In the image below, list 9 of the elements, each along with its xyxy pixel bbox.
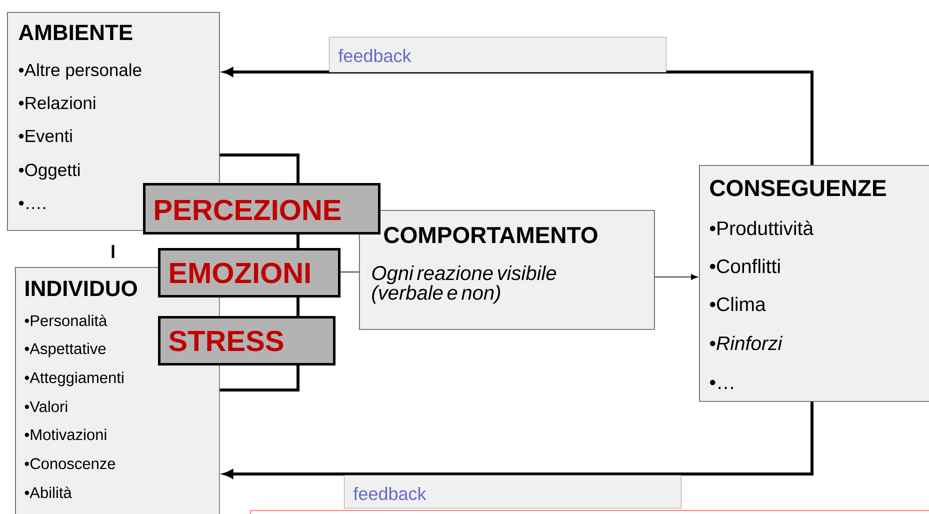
edge-label: feedback <box>329 37 666 72</box>
filter-box: EMOZIONI <box>158 248 340 298</box>
filter-box: STRESS <box>158 316 336 366</box>
filter-box: PERCEZIONE <box>143 183 380 234</box>
edge-label: feedback <box>344 475 682 508</box>
arrow <box>654 274 698 280</box>
info-box: CONSEGUENZE •Produttività •Conflitti •Clima •Rinforzi •… <box>699 165 929 402</box>
info-box: COMPORTAMENTO Ogni reazione visibile (verbale e non) <box>359 210 655 330</box>
empty-box <box>250 510 929 514</box>
